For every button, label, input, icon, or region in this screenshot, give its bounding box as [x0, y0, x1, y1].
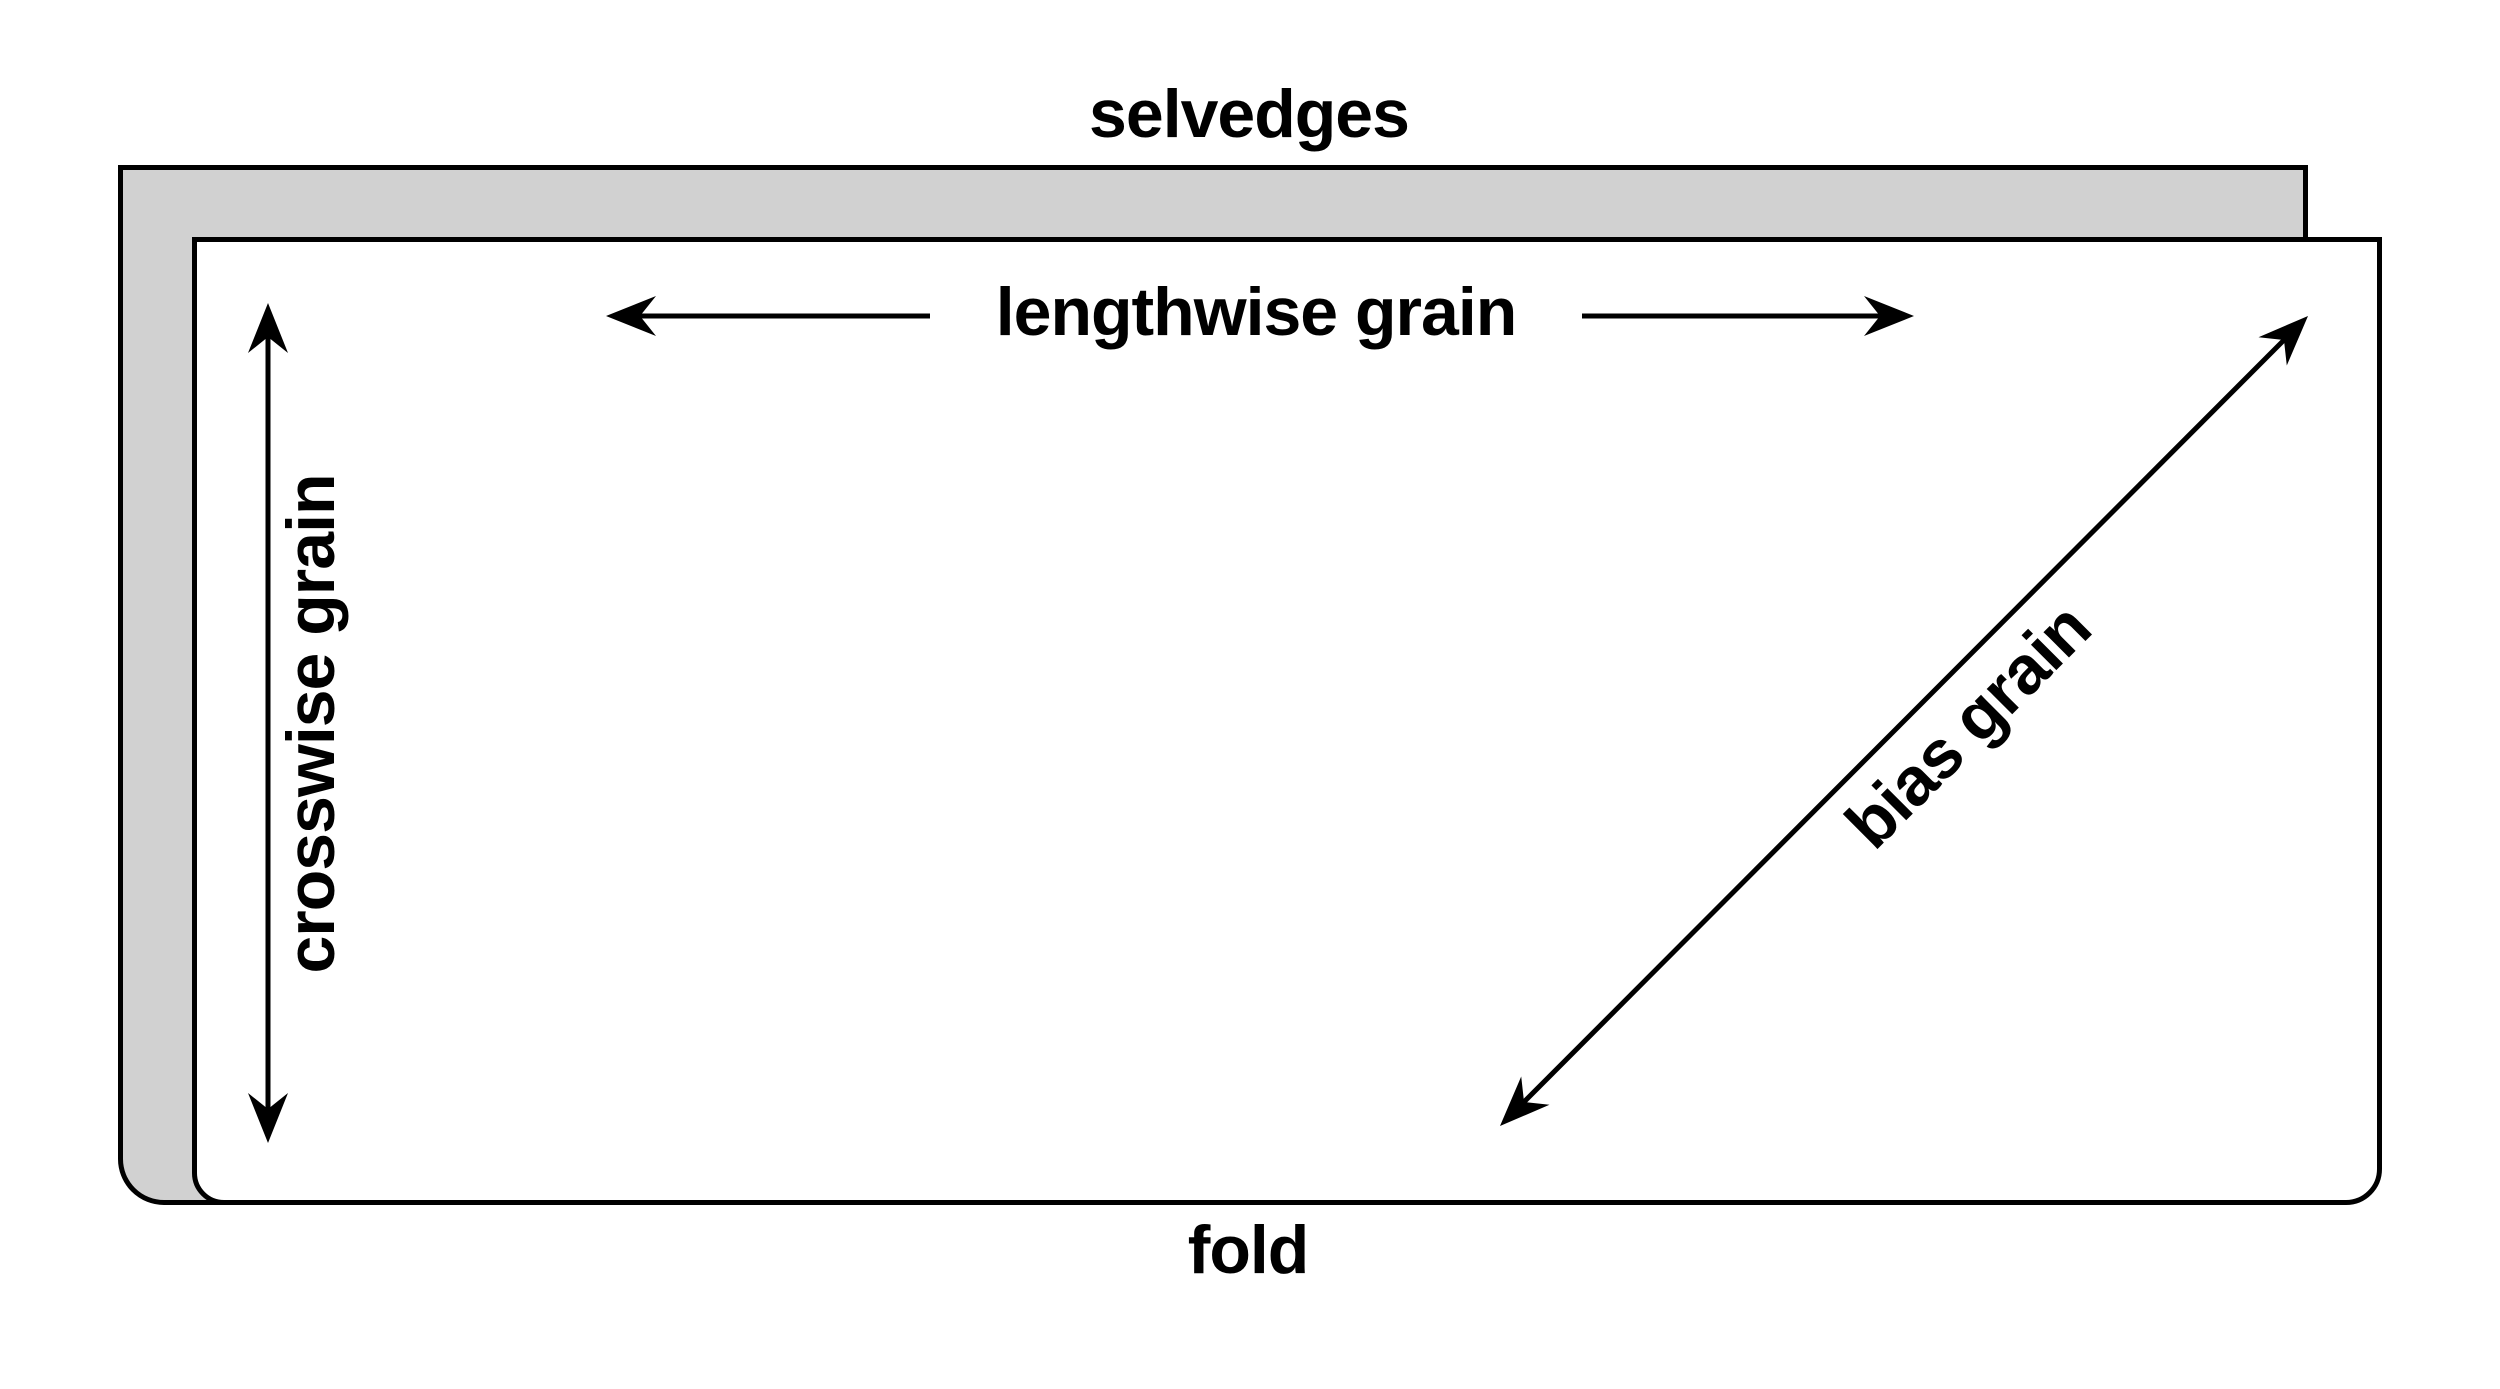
crosswise-grain-arrow — [248, 303, 288, 1143]
selvedges-label: selvedges — [1089, 76, 1410, 152]
crosswise-grain-label: crosswise grain — [273, 474, 349, 974]
bias-grain-arrow — [1485, 301, 2323, 1141]
fabric-top-layer — [192, 237, 2382, 1205]
lengthwise-grain-label: lengthwise grain — [995, 274, 1518, 350]
lengthwise-grain-arrow — [606, 296, 1914, 336]
fold-label: fold — [1187, 1212, 1310, 1288]
